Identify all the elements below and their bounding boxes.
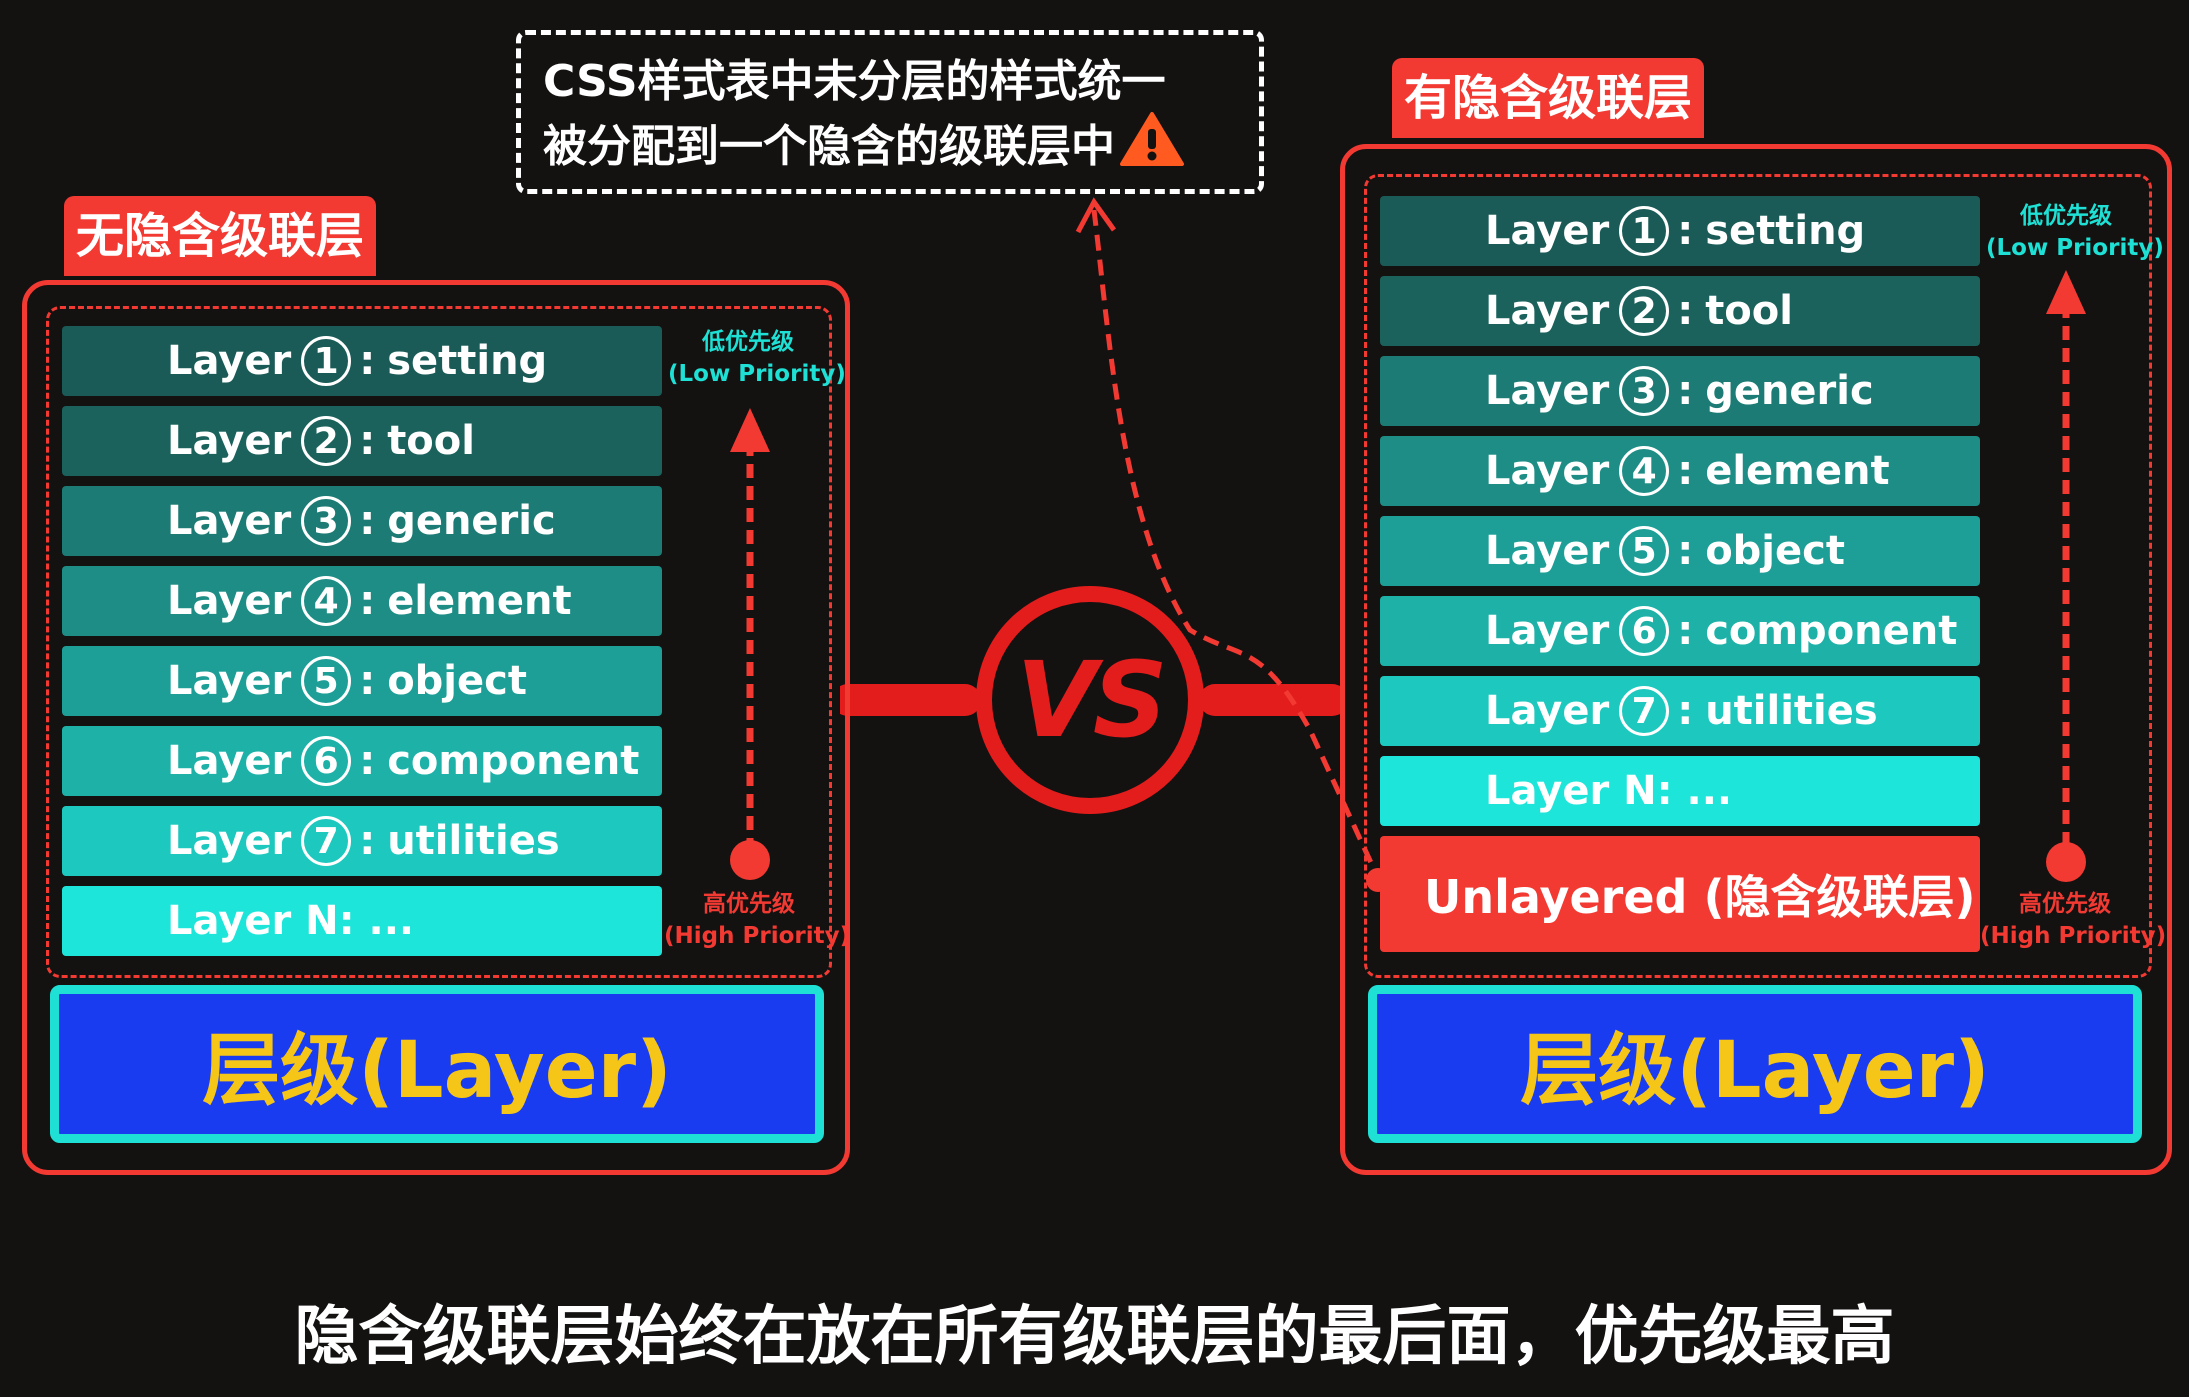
layer-name: element [1705,448,1890,494]
layer-name: tool [387,418,475,464]
layer-n-row: Layer N: ... [1380,756,1980,826]
warning-icon [1120,112,1184,166]
layer-prefix: Layer [1485,368,1610,414]
right-panel-tag: 有隐含级联层 [1392,58,1705,138]
layer-prefix: Layer [167,738,292,784]
layer-colon: : [359,818,376,864]
layer-prefix: Layer [1485,608,1610,654]
left-priority-arrow [730,408,770,880]
vs-label: VS [1016,639,1167,761]
right-layer-base: 层级(Layer) [1368,985,2142,1143]
layer-number-badge: 6 [1619,606,1670,656]
layer-number-badge: 5 [1619,526,1670,576]
layer-prefix: Layer [167,818,292,864]
implicit-layer-note: CSS样式表中未分层的样式统一 被分配到一个隐含的级联层中 [516,30,1264,194]
layer-name: component [1705,608,1958,654]
right-low-priority-label: 低优先级(Low Priority) [1986,203,2164,261]
layer-name: element [387,578,572,624]
layer-prefix: Layer [1485,208,1610,254]
layer-colon: : [359,418,376,464]
layer-n-row: Layer N: ... [62,886,662,956]
layer-name: tool [1705,288,1793,334]
layer-name: setting [387,338,548,384]
layer-prefix: Layer [1485,688,1610,734]
right-priority-arrow [2046,270,2086,882]
layer-number-badge: 4 [301,576,352,626]
layer-prefix: Layer [1485,528,1610,574]
layer-name: object [387,658,527,704]
left-panel-tag: 无隐含级联层 [64,196,377,276]
layer-number-badge: 7 [301,816,352,866]
bottom-caption: 隐含级联层始终在放在所有级联层的最后面，优先级最高 [294,1300,1895,1374]
vs-connector [840,586,1340,814]
layer-number-badge: 5 [301,656,352,706]
layer-number-badge: 6 [301,736,352,786]
layer-name: setting [1705,208,1866,254]
layer-prefix: Layer [1485,448,1610,494]
layer-colon: : [1677,688,1694,734]
left-low-priority-label: 低优先级(Low Priority) [668,329,846,387]
left-dashed-group [46,306,832,978]
layer-colon: : [1677,368,1694,414]
layer-colon: : [359,578,376,624]
layer-name: component [387,738,640,784]
layer-name: generic [1705,368,1874,414]
layer-colon: : [359,498,376,544]
left-panel [22,280,850,1175]
layer-number-badge: 1 [301,336,352,386]
right-dashed-group [1364,174,2152,978]
layer-colon: : [359,658,376,704]
right-high-priority-label: 高优先级(High Priority) [1980,891,2167,949]
layer-number-badge: 2 [1619,286,1670,336]
layer-name: utilities [387,818,560,864]
layer-number-badge: 4 [1619,446,1670,496]
layer-colon: : [359,338,376,384]
layer-prefix: Layer [167,658,292,704]
layer-colon: : [1677,608,1694,654]
layer-number-badge: 3 [301,496,352,546]
layer-prefix: Layer [167,498,292,544]
layer-prefix: Layer [1485,288,1610,334]
layer-prefix: Layer [167,578,292,624]
layer-prefix: Layer [167,418,292,464]
unlayered-row: Unlayered (隐含级联层) [1380,836,1980,952]
layer-colon: : [1677,208,1694,254]
layer-number-badge: 3 [1619,366,1670,416]
right-panel [1340,144,2172,1175]
layer-name: object [1705,528,1845,574]
layer-number-badge: 7 [1619,686,1670,736]
layer-number-badge: 1 [1619,206,1670,256]
layer-colon: : [359,738,376,784]
layer-name: utilities [1705,688,1878,734]
layer-colon: : [1677,448,1694,494]
layer-colon: : [1677,288,1694,334]
layer-prefix: Layer [167,338,292,384]
layer-colon: : [1677,528,1694,574]
left-high-priority-label: 高优先级(High Priority) [664,891,851,949]
layer-name: generic [387,498,556,544]
layer-number-badge: 2 [301,416,352,466]
left-layer-base: 层级(Layer) [50,985,824,1143]
